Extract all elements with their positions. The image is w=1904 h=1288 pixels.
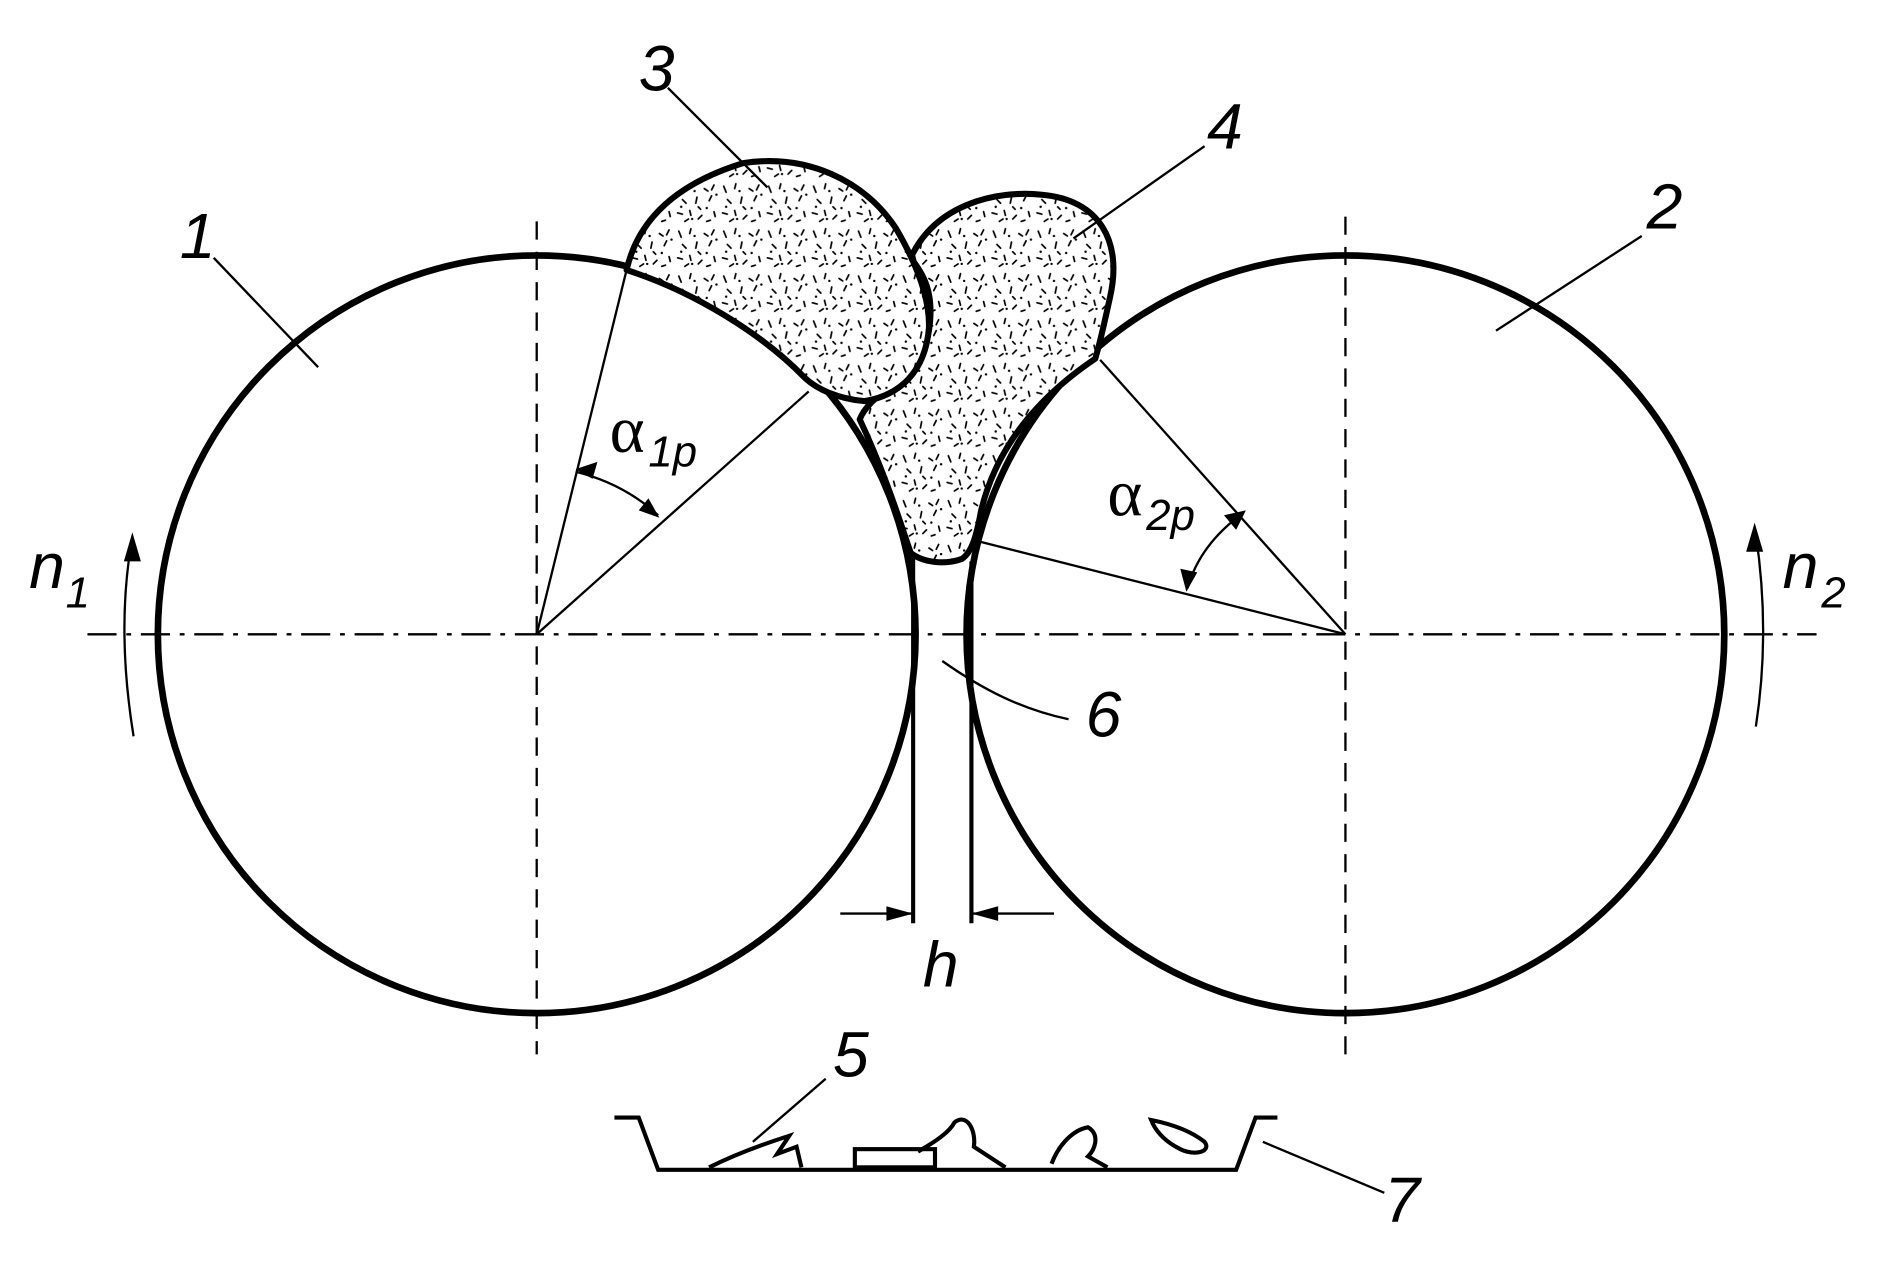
roll-2-radius-b: [980, 540, 1346, 636]
product-piece-b: [852, 1147, 938, 1170]
leader-1: [212, 257, 319, 368]
roll-2-radius-a: [1099, 359, 1347, 636]
angle-2p-arrowhead-top: [1224, 510, 1246, 530]
leader-5: [752, 1077, 827, 1143]
label-roll-1: 1: [180, 200, 216, 272]
label-material-3: 3: [639, 32, 675, 104]
angle-1p-lines: [535, 269, 810, 636]
label-roll-2: 2: [1646, 171, 1683, 243]
leader-7: [1262, 1140, 1385, 1194]
rotation-2-arrowhead: [1746, 522, 1764, 552]
label-angle-1: α: [610, 393, 645, 467]
rotation-arrow-2: [1746, 522, 1765, 727]
labels: 1 2 3 4 5 6 7 h n 1 n 2 α 1p α 2p: [29, 32, 1846, 1236]
angle-1p-arrowhead-right: [638, 498, 660, 518]
angle-2p-lines: [980, 359, 1347, 636]
gap-arrow-right: [971, 906, 999, 921]
roll-2-circle: [963, 252, 1728, 1017]
label-tray-7: 7: [1384, 1164, 1422, 1236]
product-piece-e: [1147, 1117, 1209, 1155]
angle-2p-arrowhead-bottom: [1180, 568, 1198, 592]
label-angle-2: α: [1107, 456, 1142, 530]
product-piece-c: [916, 1117, 1007, 1170]
material-4-texture: [859, 193, 1114, 563]
roll-1-radius-a: [535, 269, 628, 635]
leader-lines: [212, 87, 1643, 1194]
roll-1-radius-b: [535, 390, 810, 636]
label-angle-2-sub: 2p: [1145, 491, 1195, 540]
rotation-1-arrowhead: [123, 532, 141, 562]
leader-4: [1072, 145, 1206, 240]
tray-7: [614, 1115, 1278, 1172]
label-angle-1-sub: 1p: [648, 428, 697, 477]
leader-6: [941, 660, 1069, 721]
label-material-4: 4: [1207, 91, 1243, 163]
angle-1p-arrowhead-left: [575, 461, 598, 479]
label-gap-h: h: [923, 928, 959, 1000]
label-speed-1: n: [29, 530, 65, 602]
rotation-2-arc: [1754, 534, 1765, 727]
strip-6: [911, 556, 974, 924]
gap-dimension: [840, 906, 1054, 921]
label-strip-6: 6: [1086, 678, 1122, 750]
product-piece-d: [1049, 1125, 1109, 1170]
leader-2: [1495, 235, 1643, 332]
label-speed-2-sub: 2: [1820, 569, 1845, 618]
label-product-5: 5: [833, 1018, 869, 1090]
product-5-pieces: [708, 1117, 1209, 1170]
label-speed-1-sub: 1: [66, 569, 90, 618]
rotation-1-arc: [123, 544, 135, 737]
leader-3: [667, 87, 769, 189]
center-lines: [87, 216, 1817, 1055]
material-3-texture: [626, 161, 929, 402]
rotation-arrow-1: [123, 532, 141, 737]
product-piece-a: [708, 1132, 804, 1170]
label-speed-2: n: [1783, 530, 1819, 602]
gap-arrow-left: [886, 906, 914, 921]
roll-1-circle: [154, 252, 919, 1017]
